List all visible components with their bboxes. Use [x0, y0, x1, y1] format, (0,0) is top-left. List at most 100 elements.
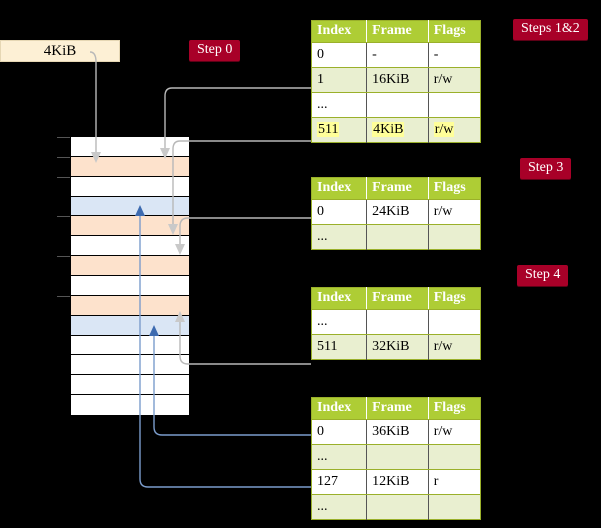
- table-row[interactable]: 0--: [311, 42, 481, 68]
- memory-frame-row: [71, 137, 189, 157]
- table-cell: 32KiB: [366, 334, 429, 360]
- highlighted-value: r/w: [433, 121, 455, 137]
- physical-memory-column: [57, 136, 190, 415]
- memory-frame-row: [71, 335, 189, 356]
- table-cell: [366, 92, 429, 118]
- table-cell: 24KiB: [366, 199, 429, 225]
- memory-frame-row: [71, 395, 189, 415]
- table-cell: 36KiB: [366, 419, 429, 445]
- table-row[interactable]: ...: [311, 494, 481, 520]
- memory-frame-row: [71, 315, 189, 336]
- source-frame-label: 4KiB: [43, 43, 77, 59]
- table-cell: ...: [311, 92, 368, 118]
- memory-frame-row: [71, 176, 189, 197]
- table-cell: 1: [311, 67, 368, 93]
- table-cell: 0: [311, 419, 368, 445]
- memory-scale-tick: [57, 295, 70, 297]
- step-badge-step-3: Step 3: [520, 158, 572, 179]
- memory-frame-row: [71, 156, 189, 177]
- wire-l3-row511: [179, 318, 311, 365]
- table-cell: [428, 224, 481, 250]
- table-cell: ...: [311, 494, 368, 520]
- column-header-frame: Frame: [366, 177, 429, 200]
- column-header-flags: Flags: [428, 397, 481, 420]
- table-cell: r/w: [428, 419, 481, 445]
- memory-scale-tick: [57, 156, 70, 158]
- memory-frame-row: [71, 236, 189, 257]
- table-cell: r/w: [428, 117, 481, 143]
- table-cell: 511: [311, 117, 368, 143]
- memory-frame-row: [71, 355, 189, 376]
- table-cell: 0: [311, 199, 368, 225]
- step-badge-label: Step 0: [197, 42, 233, 57]
- table-row[interactable]: ...: [311, 92, 481, 118]
- step-badge-label: Step 4: [525, 267, 561, 282]
- memory-frame-row: [71, 276, 189, 296]
- table-row[interactable]: ...: [311, 444, 481, 470]
- table-row[interactable]: ...: [311, 224, 481, 250]
- table-cell: -: [366, 42, 429, 68]
- column-header-frame: Frame: [366, 287, 429, 310]
- wire-l1-row511: [172, 140, 311, 228]
- step-badge-label: Step 3: [528, 160, 564, 175]
- source-frame-box: 4KiB: [0, 40, 120, 62]
- table-row[interactable]: ...: [311, 309, 481, 335]
- highlighted-value: 511: [317, 121, 340, 137]
- column-header-frame: Frame: [366, 397, 429, 420]
- column-header-index: Index: [311, 397, 368, 420]
- table-cell: r/w: [428, 334, 481, 360]
- table-cell: [428, 309, 481, 335]
- table-cell: r/w: [428, 67, 481, 93]
- memory-scale-tick: [57, 216, 70, 218]
- table-cell: 511: [311, 334, 368, 360]
- memory-scale-tick: [57, 176, 70, 178]
- memory-scale-tick: [57, 137, 70, 138]
- table-cell: r/w: [428, 199, 481, 225]
- table-cell: [366, 494, 429, 520]
- column-header-frame: Frame: [366, 20, 429, 43]
- table-cell: ...: [311, 309, 368, 335]
- table-cell: 127: [311, 469, 368, 495]
- table-row[interactable]: 511 4KiB r/w: [311, 117, 481, 143]
- memory-frame-row: [71, 256, 189, 276]
- table-cell: [366, 444, 429, 470]
- table-cell: [366, 309, 429, 335]
- table-cell: [428, 494, 481, 520]
- table-cell: [366, 224, 429, 250]
- step-badge-step-0: Step 0: [189, 40, 241, 61]
- memory-scale-tick: [57, 256, 70, 258]
- memory-frame-row: [71, 375, 189, 396]
- table-cell: 12KiB: [366, 469, 429, 495]
- wire-l2-row0: [179, 217, 311, 248]
- step-badge-steps-1-2: Steps 1&2: [513, 19, 588, 40]
- table-cell: -: [428, 42, 481, 68]
- table-cell: ...: [311, 444, 368, 470]
- column-header-flags: Flags: [428, 177, 481, 200]
- table-cell: ...: [311, 224, 368, 250]
- table-cell: r: [428, 469, 481, 495]
- column-header-flags: Flags: [428, 20, 481, 43]
- column-header-index: Index: [311, 287, 368, 310]
- step-badge-label: Steps 1&2: [521, 21, 580, 36]
- table-cell: 4KiB: [366, 117, 429, 143]
- table-cell: 0: [311, 42, 368, 68]
- memory-frame-row: [71, 196, 189, 217]
- step-badge-step-4: Step 4: [517, 265, 569, 286]
- column-header-index: Index: [311, 177, 368, 200]
- column-header-flags: Flags: [428, 287, 481, 310]
- column-header-index: Index: [311, 20, 368, 43]
- memory-frame-row: [71, 216, 189, 237]
- highlighted-value: 4KiB: [372, 121, 405, 137]
